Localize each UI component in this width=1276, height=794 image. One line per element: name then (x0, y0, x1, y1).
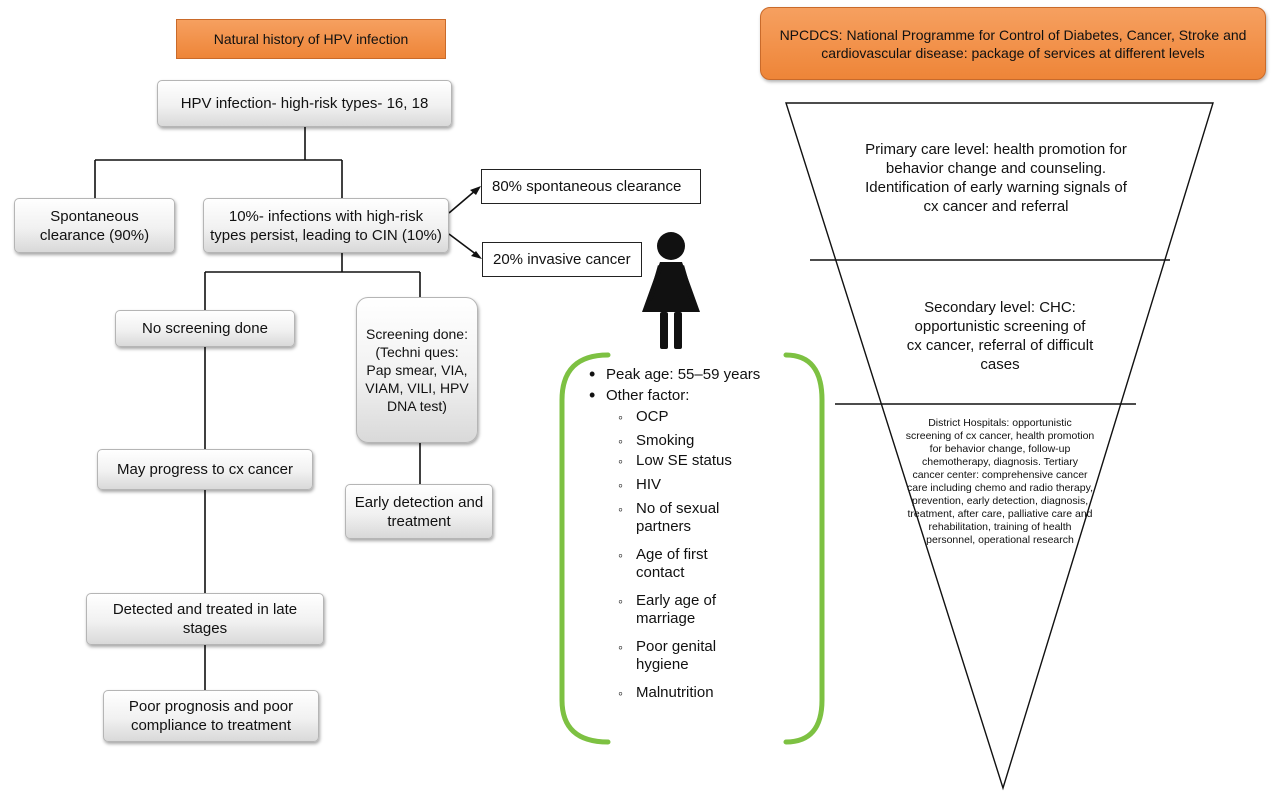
other-factor-text: Other factor: (606, 387, 690, 404)
factor-item: Malnutrition (606, 684, 819, 702)
district-level-text: District Hospitals: opportunistic screen… (905, 417, 1095, 546)
screening-done-text: Screening done: (Techni ques: Pap smear,… (365, 326, 469, 414)
spontaneous-clearance-box: Spontaneous clearance (90%) (14, 198, 175, 253)
factor-item: Smoking (606, 432, 819, 450)
may-progress-box: May progress to cx cancer (97, 449, 313, 490)
factor-item: OCP (606, 408, 819, 426)
poor-prognosis-text: Poor prognosis and poor compliance to tr… (128, 698, 294, 734)
late-stages-box: Detected and treated in late stages (86, 593, 324, 645)
risk-factor-list: Peak age: 55–59 years Other factor: OCP … (584, 364, 819, 708)
may-progress-text: May progress to cx cancer (117, 461, 293, 478)
early-detection-text: Early detection and treatment (354, 493, 484, 530)
poor-prognosis-box: Poor prognosis and poor compliance to tr… (103, 690, 319, 742)
invasive-20-box: 20% invasive cancer (482, 242, 642, 277)
factor-item: HIV (606, 476, 819, 494)
screening-done-box: Screening done: (Techni ques: Pap smear,… (356, 297, 478, 443)
secondary-level-text: Secondary level: CHC: opportunistic scre… (906, 299, 1094, 373)
factor-item: Low SE status (606, 452, 819, 470)
early-detection-box: Early detection and treatment (345, 484, 493, 539)
persist-cin-text: 10%- infections with high-risk types per… (210, 207, 442, 244)
persist-cin-box: 10%- infections with high-risk types per… (203, 198, 449, 253)
factor-item: No of sexual partners (606, 500, 756, 536)
no-screening-text: No screening done (142, 320, 268, 337)
spontaneous-clearance-text: Spontaneous clearance (90%) (39, 207, 150, 244)
no-screening-box: No screening done (115, 310, 295, 347)
clearance-80-box: 80% spontaneous clearance (481, 169, 701, 204)
invasive-20-text: 20% invasive cancer (493, 251, 631, 268)
npcdcs-title-text: NPCDCS: National Programme for Control o… (779, 26, 1247, 61)
peak-age-item: Peak age: 55–59 years (584, 364, 819, 385)
factor-item: Early age of marriage (606, 592, 756, 628)
late-stages-text: Detected and treated in late stages (112, 601, 298, 637)
factor-item: Poor genital hygiene (606, 638, 756, 674)
flow-title: Natural history of HPV infection (176, 19, 446, 59)
peak-age-text: Peak age: 55–59 years (606, 366, 761, 383)
hpv-infection-text: HPV infection- high-risk types- 16, 18 (180, 95, 429, 112)
other-factor-item: Other factor: OCP Smoking Low SE status … (584, 385, 819, 702)
flow-title-text: Natural history of HPV infection (213, 31, 409, 47)
woman-icon (642, 232, 700, 349)
factor-item: Age of first contact (606, 546, 756, 582)
clearance-80-text: 80% spontaneous clearance (492, 178, 682, 195)
primary-level-text: Primary care level: health promotion for… (865, 141, 1127, 215)
npcdcs-title: NPCDCS: National Programme for Control o… (760, 7, 1266, 80)
hpv-infection-box: HPV infection- high-risk types- 16, 18 (157, 80, 452, 127)
